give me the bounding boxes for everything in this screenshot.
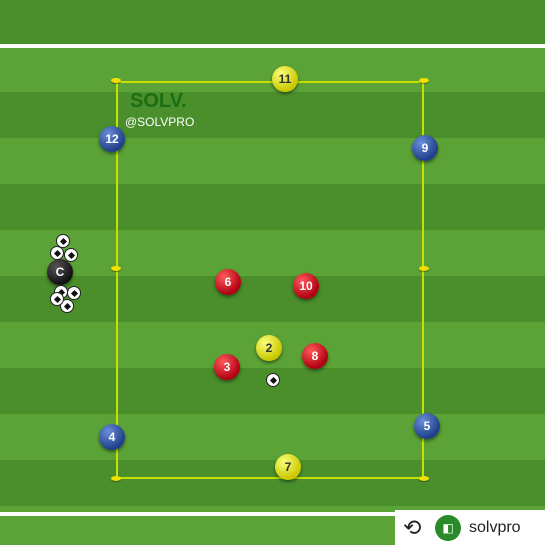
ball-icon — [50, 292, 64, 306]
pitch-bottom-line — [0, 512, 545, 516]
ball-icon — [266, 373, 280, 387]
repost-username[interactable]: solvpro — [469, 518, 521, 536]
player-5: 5 — [414, 413, 440, 439]
player-7: 7 — [275, 454, 301, 480]
player-12: 12 — [99, 126, 125, 152]
player-c: C — [47, 259, 73, 285]
training-grid — [116, 81, 424, 479]
repost-badge[interactable]: ⟲ ◧ solvpro — [395, 510, 545, 545]
player-2: 2 — [256, 335, 282, 361]
player-4: 4 — [99, 424, 125, 450]
ball-icon — [50, 246, 64, 260]
brand-title: SOLV. — [130, 90, 187, 112]
ball-icon — [56, 234, 70, 248]
player-9: 9 — [412, 135, 438, 161]
player-3: 3 — [214, 354, 240, 380]
player-8: 8 — [302, 343, 328, 369]
brand-handle: @SOLVPRO — [125, 115, 195, 129]
cone-bottom-right — [419, 476, 429, 481]
cone-top-left — [111, 78, 121, 83]
cone-mid-right — [419, 266, 429, 271]
player-11: 11 — [272, 66, 298, 92]
cone-mid-left — [111, 266, 121, 271]
cone-bottom-left — [111, 476, 121, 481]
avatar: ◧ — [435, 514, 461, 541]
cone-top-right — [419, 78, 429, 83]
repost-icon: ⟲ — [403, 514, 422, 540]
ball-icon — [67, 286, 81, 300]
player-6: 6 — [215, 269, 241, 295]
player-10: 10 — [293, 273, 319, 299]
pitch-top-line — [0, 44, 545, 48]
ball-icon — [60, 299, 74, 313]
ball-icon — [64, 248, 78, 262]
